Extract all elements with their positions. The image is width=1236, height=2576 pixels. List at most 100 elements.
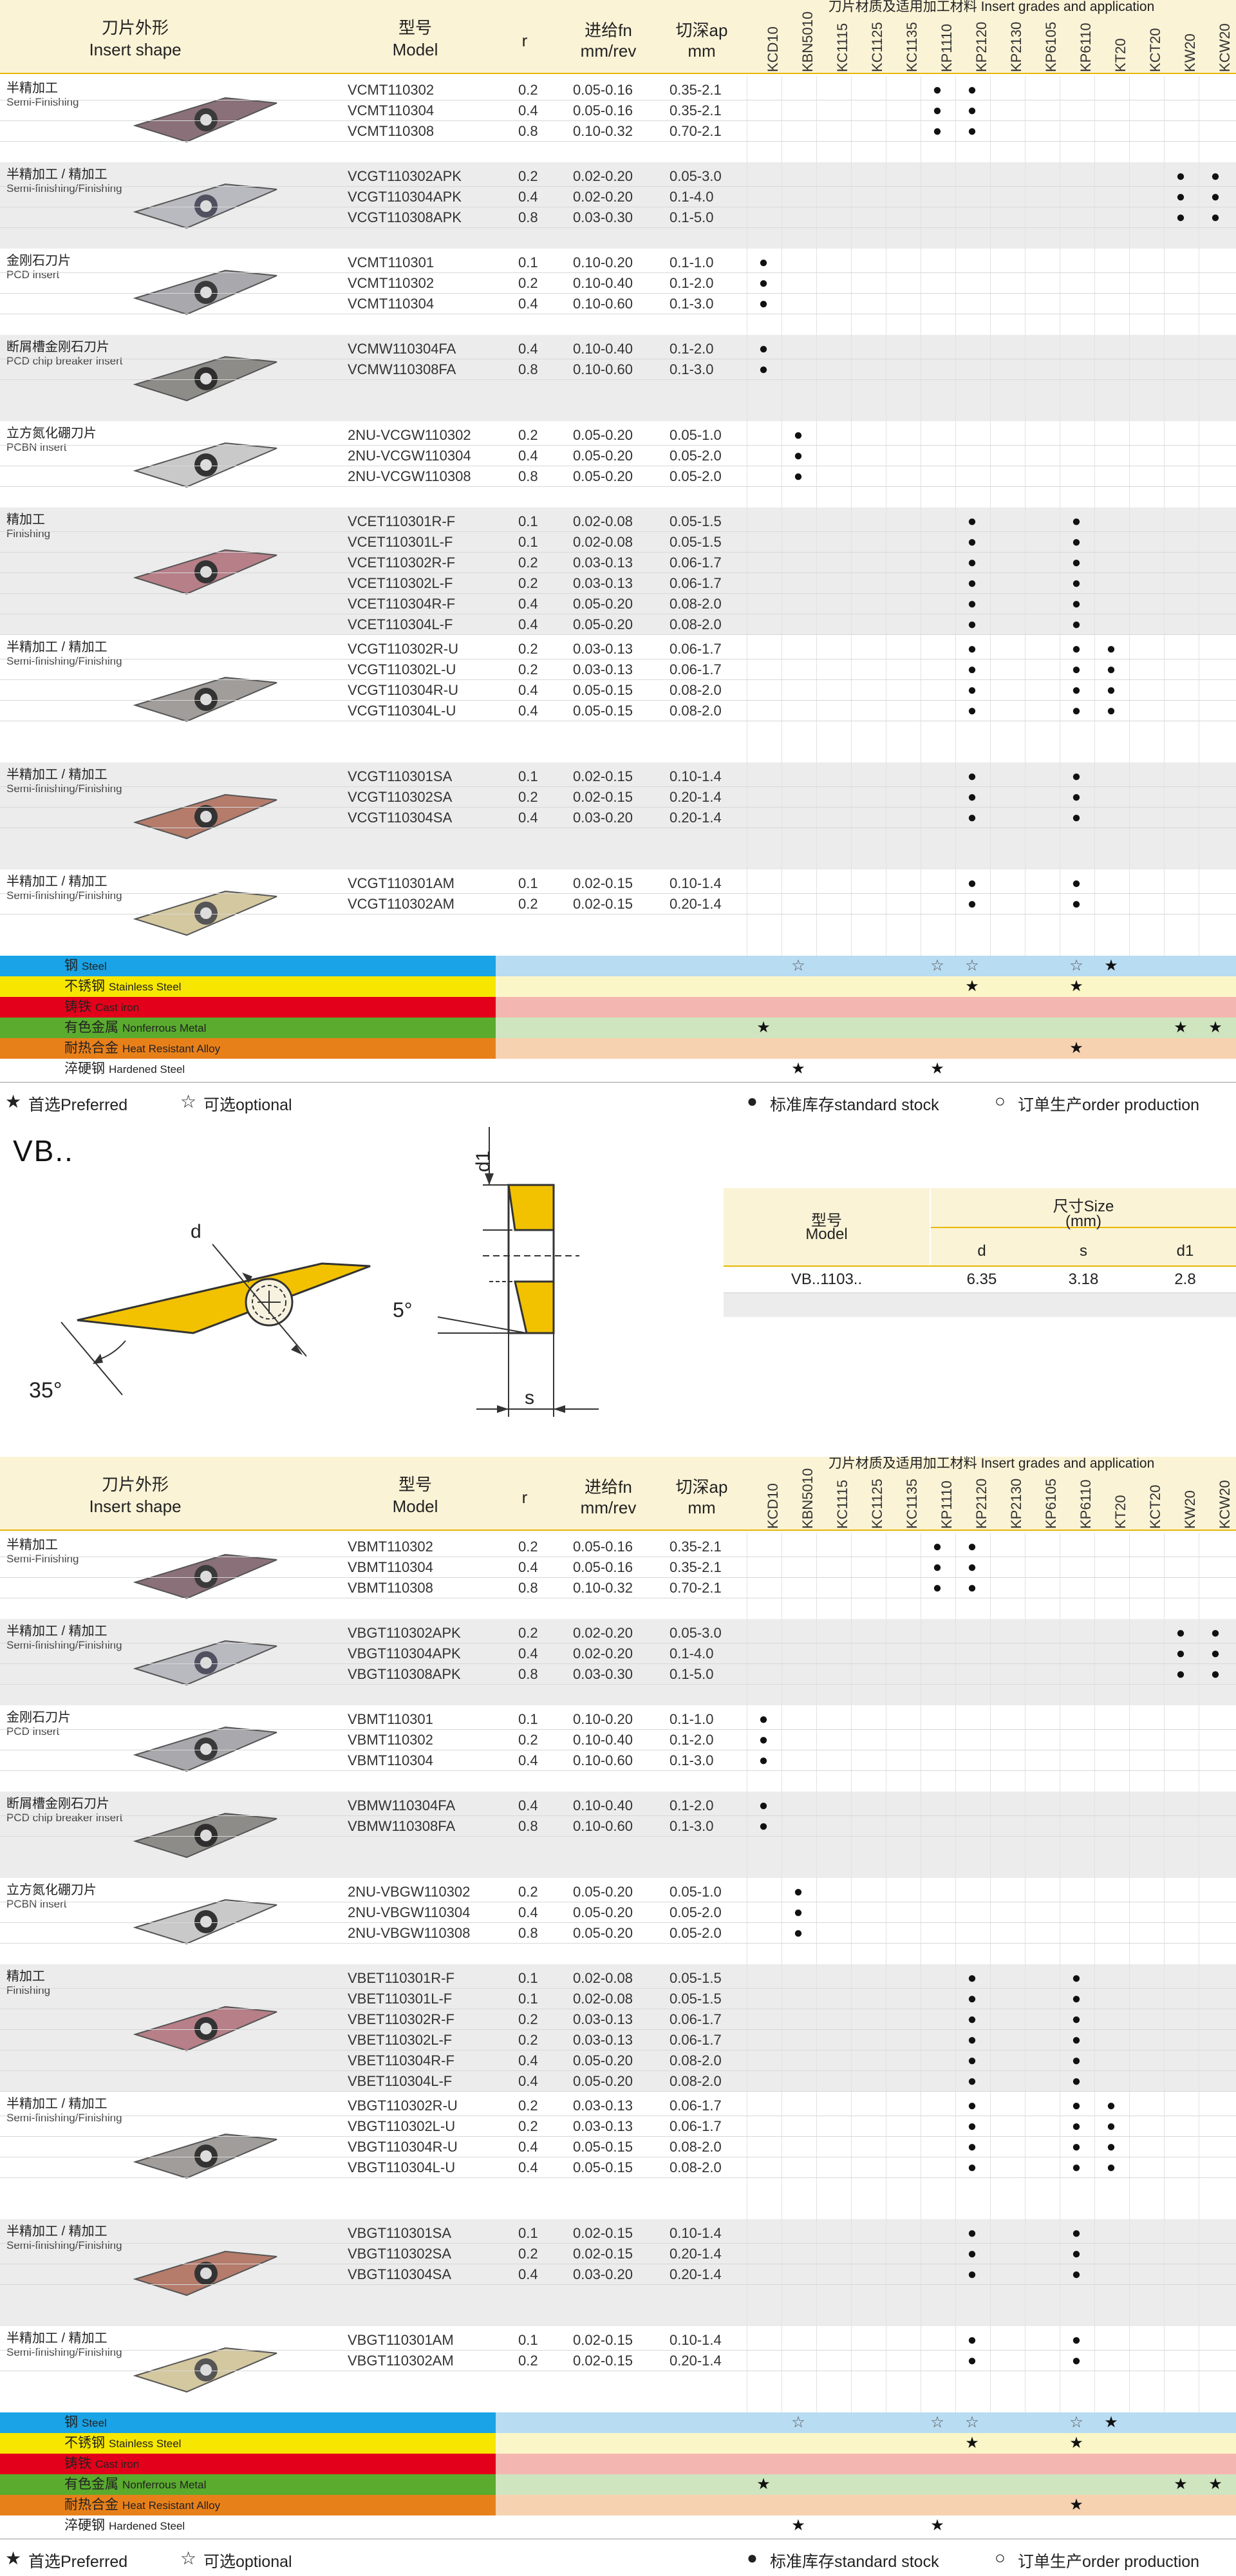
- feed-cell: 0.02-0.08: [573, 534, 633, 550]
- grade-column-line: [886, 869, 918, 956]
- stock-dot-icon: ●: [967, 2031, 977, 2049]
- grade-column-line: [1060, 249, 1092, 335]
- feed-cell: 0.02-0.08: [573, 1970, 633, 1986]
- size-col-d1: d1: [1176, 1242, 1194, 1260]
- grade-column-line: [747, 1792, 779, 1878]
- group-label-zh: 立方氮化硼刀片: [6, 1883, 97, 1897]
- grade-column-line: [921, 635, 953, 762]
- preferred-star-icon: ★: [1069, 2496, 1083, 2514]
- model-cell: VBGT110304SA: [348, 2266, 452, 2282]
- stock-dot-icon: ●: [1071, 702, 1082, 719]
- grade-header-label: KP6105: [1043, 1478, 1059, 1529]
- depth-cell: 0.20-1.4: [670, 2246, 722, 2262]
- model-cell: VBGT110304R-U: [348, 2139, 458, 2155]
- grade-column-line: [851, 76, 883, 162]
- feed-cell: 0.02-0.15: [573, 896, 633, 912]
- model-cell: VCGT110304R-U: [348, 682, 458, 698]
- grade-column-line: [1060, 76, 1092, 162]
- material-zh: 有色金属: [64, 2477, 118, 2492]
- r-cell: 0.8: [518, 209, 538, 225]
- size-row-d1: 2.8: [1174, 1271, 1196, 1288]
- grade-column-line: [782, 2326, 814, 2412]
- grade-column-line: [1129, 2326, 1161, 2412]
- stock-dot-icon: ●: [932, 122, 942, 140]
- grade-column-line: [886, 1964, 918, 2092]
- depth-cell: 0.05-3.0: [670, 168, 722, 184]
- insert-image: [133, 2133, 277, 2179]
- r-cell: 0.1: [518, 768, 538, 784]
- legend-stock: 标准库存standard stock: [770, 1096, 939, 1114]
- stock-dot-icon: ●: [1210, 167, 1221, 185]
- stock-dot-icon: ●: [1175, 209, 1186, 226]
- depth-cell: 0.1-5.0: [670, 209, 714, 225]
- grade-column-line: [990, 421, 1022, 507]
- depth-header-unit: mm: [688, 41, 716, 61]
- grade-header: KP1110: [921, 18, 957, 72]
- grade-column-line: [851, 1792, 883, 1878]
- size-model-en: Model: [805, 1226, 848, 1243]
- vb-d1-label: d1: [473, 1151, 494, 1172]
- grade-column-line: [1025, 335, 1057, 421]
- grade-column-line: [851, 249, 883, 335]
- preferred-star-icon: ★: [1208, 1019, 1222, 1036]
- stock-dot-icon: ●: [967, 895, 977, 913]
- stock-dot-icon: ●: [967, 616, 977, 633]
- feed-cell: 0.02-0.20: [573, 189, 633, 205]
- r-cell: 0.2: [518, 789, 538, 805]
- grade-column-line: [747, 1964, 779, 2092]
- r-cell: 0.8: [518, 123, 538, 139]
- feed-cell: 0.05-0.16: [573, 1539, 633, 1555]
- optional-star-icon: ☆: [965, 2414, 979, 2431]
- grade-column-line: [921, 1533, 953, 1619]
- material-zh: 耐热合金: [64, 2497, 118, 2512]
- depth-cell: 0.08-2.0: [670, 616, 722, 632]
- r-cell: 0.4: [518, 296, 538, 312]
- model-cell: VBMW110308FA: [348, 1818, 456, 1834]
- grade-column-line: [851, 507, 883, 635]
- model-cell: 2NU-VBGW110308: [348, 1925, 471, 1941]
- feed-cell: 0.05-0.16: [573, 82, 633, 98]
- grade-column-line: [816, 1878, 848, 1964]
- r-cell: 0.4: [518, 189, 538, 205]
- grade-column-line: [1060, 1792, 1092, 1878]
- preferred-star-icon: ★: [5, 2548, 22, 2568]
- feed-cell: 0.02-0.15: [573, 875, 633, 891]
- size-row-s: 3.18: [1068, 1271, 1099, 1288]
- grade-column-line: [1164, 2219, 1196, 2326]
- grade-column-line: [1164, 1792, 1196, 1878]
- feed-header-zh: 进给fn: [585, 1477, 632, 1497]
- grade-header: KP6105: [1025, 1475, 1061, 1529]
- grade-column-line: [1094, 1705, 1127, 1792]
- grade-column-line: [782, 1533, 814, 1619]
- grade-column-line: [955, 2092, 988, 2219]
- feed-cell: 0.10-0.20: [573, 1711, 633, 1727]
- r-cell: 0.2: [518, 896, 538, 912]
- depth-header-unit: mm: [688, 1498, 716, 1517]
- grade-column-line: [1164, 162, 1196, 249]
- grade-column-line: [782, 635, 814, 762]
- grade-header: KP6110: [1060, 18, 1096, 72]
- feed-cell: 0.02-0.20: [573, 1645, 633, 1662]
- grade-column-line: [816, 76, 848, 162]
- grade-column-line: [921, 2092, 953, 2219]
- grade-column-line: [1129, 635, 1161, 762]
- grade-column-line: [747, 76, 779, 162]
- r-cell: 0.2: [518, 641, 538, 657]
- grade-column-line: [1094, 635, 1127, 762]
- grade-column-line: [1129, 762, 1161, 869]
- stock-dot-icon: ●: [967, 595, 977, 612]
- grade-column-line: [816, 762, 848, 869]
- grade-column-line: [1164, 1878, 1196, 1964]
- header-divider: [0, 73, 1236, 74]
- grade-column-line: [816, 1705, 848, 1792]
